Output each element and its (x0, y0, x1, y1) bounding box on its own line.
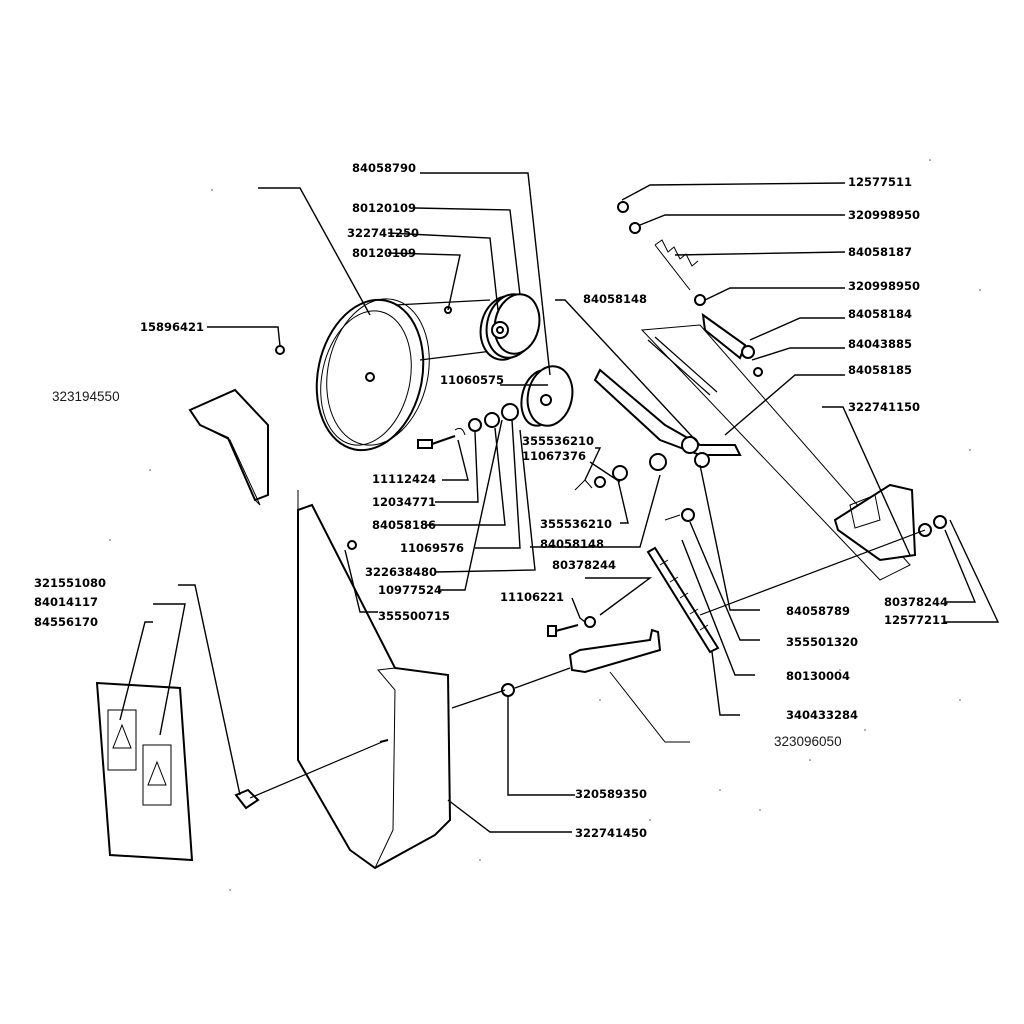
label-321551080: 321551080 (34, 576, 106, 590)
label-322741150: 322741150 (848, 400, 920, 414)
label-355500715: 355500715 (378, 609, 450, 623)
label-84058148-bottom: 84058148 (540, 537, 604, 551)
label-323096050: 323096050 (774, 734, 842, 749)
scan-noise (109, 159, 981, 891)
label-84058184: 84058184 (848, 307, 912, 321)
label-84058789: 84058789 (786, 604, 850, 618)
label-80378244-right: 80378244 (884, 595, 948, 609)
label-12577511: 12577511 (848, 175, 912, 189)
label-11106221: 11106221 (500, 590, 564, 604)
label-11069576: 11069576 (400, 541, 464, 555)
label-84014117: 84014117 (34, 595, 98, 609)
label-80378244-left: 80378244 (552, 558, 616, 572)
label-320998950-bottom: 320998950 (848, 279, 920, 293)
label-84043885: 84043885 (848, 337, 912, 351)
label-84058187: 84058187 (848, 245, 912, 259)
tension-arm-icon (574, 368, 742, 522)
bracket-icon (188, 388, 269, 506)
part-labels: 84058790 80120109 322741250 80120109 158… (34, 161, 948, 840)
label-322741250: 322741250 (347, 226, 419, 240)
label-11060575: 11060575 (440, 373, 504, 387)
label-320589350: 320589350 (575, 787, 647, 801)
mounting-plate-icon (833, 483, 947, 562)
label-355536210-top: 355536210 (522, 434, 594, 448)
belt-guard-icon (297, 503, 452, 870)
label-84058186: 84058186 (372, 518, 436, 532)
mid-pulley-icon (520, 365, 574, 427)
label-320998950-top: 320998950 (848, 208, 920, 222)
label-84058185: 84058185 (848, 363, 912, 377)
lower-bracket (547, 616, 662, 674)
label-80120109-bottom: 80120109 (352, 246, 416, 260)
label-322741450: 322741450 (575, 826, 647, 840)
label-80130004: 80130004 (786, 669, 850, 683)
warning-decal-icon (95, 681, 194, 862)
label-12577211: 12577211 (884, 613, 948, 627)
label-355501320: 355501320 (786, 635, 858, 649)
label-322638480: 322638480 (365, 565, 437, 579)
label-84556170: 84556170 (34, 615, 98, 629)
plate (640, 324, 911, 581)
label-15896421: 15896421 (140, 320, 204, 334)
label-340433284: 340433284 (786, 708, 858, 722)
label-10977524: 10977524 (378, 583, 442, 597)
small-pulley-icon (479, 293, 541, 361)
leader-lines (119, 172, 1000, 833)
axle-parts (234, 306, 519, 810)
label-355536210-bottom: 355536210 (540, 517, 612, 531)
label-84058148-top: 84058148 (583, 292, 647, 306)
rod-icon (647, 336, 718, 396)
label-80120109-top: 80120109 (352, 201, 416, 215)
label-11067376: 11067376 (522, 449, 586, 463)
label-84058790: 84058790 (352, 161, 416, 175)
spring-icon (617, 201, 763, 377)
label-11112424: 11112424 (372, 472, 436, 486)
axis-lines (249, 490, 926, 799)
large-pulley-icon (315, 298, 430, 452)
label-12034771: 12034771 (372, 495, 436, 509)
label-323194550: 323194550 (52, 389, 120, 404)
threaded-rod (646, 546, 720, 654)
